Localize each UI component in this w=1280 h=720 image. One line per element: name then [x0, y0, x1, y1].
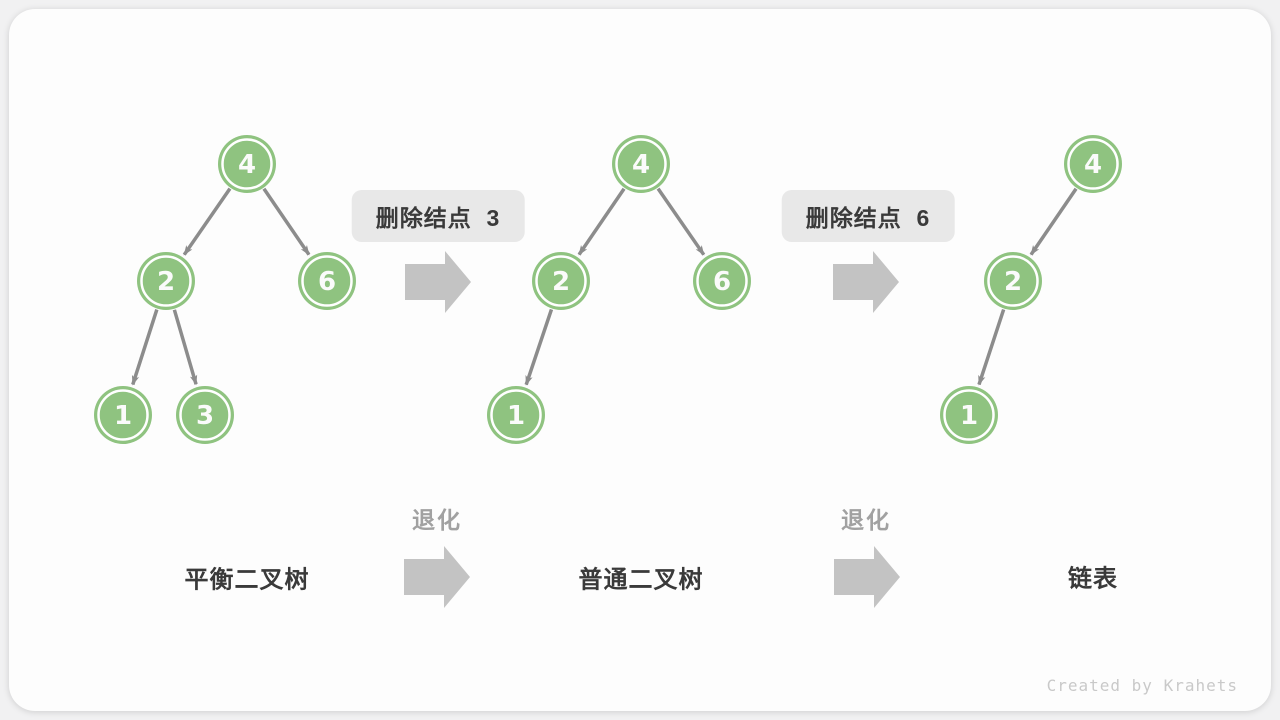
stage-label-linked-list: 链表 — [1068, 565, 1118, 593]
diagram-card — [9, 9, 1271, 711]
tree-edge-arrow — [262, 187, 311, 256]
degrade-label: 退化 — [841, 507, 891, 533]
tree-node-4: 4 — [218, 135, 276, 193]
tree-edge-arrow — [524, 308, 554, 386]
tree-node-value: 1 — [960, 401, 978, 431]
tree-node-value: 1 — [507, 401, 525, 431]
tree-node-1: 1 — [94, 386, 152, 444]
tree-ordinary-binary-tree: 4 2 6 1 — [487, 135, 751, 444]
tree-edge-arrow — [656, 187, 706, 256]
degrade-label: 退化 — [412, 507, 462, 533]
tree-node-value: 6 — [318, 267, 336, 297]
tree-node-6: 6 — [298, 252, 356, 310]
stage-label-ordinary-binary-tree: 普通二叉树 — [578, 566, 704, 594]
delete-node-3-badge: 删除结点 3 — [351, 190, 525, 242]
watermark: Created by Krahets — [1046, 676, 1238, 695]
tree-edge-arrow — [1029, 187, 1078, 256]
block-arrow-icon — [834, 546, 900, 608]
block-arrow-icon — [833, 251, 899, 313]
tree-node-6: 6 — [693, 252, 751, 310]
tree-edge-arrow — [977, 308, 1006, 386]
tree-linked-list: 4 2 1 — [940, 135, 1122, 444]
block-arrow-icon — [404, 546, 470, 608]
tree-node-2: 2 — [532, 252, 590, 310]
tree-node-3: 3 — [176, 386, 234, 444]
tree-node-value: 4 — [238, 150, 256, 180]
tree-node-value: 2 — [1004, 267, 1022, 297]
tree-node-4: 4 — [1064, 135, 1122, 193]
tree-node-value: 4 — [1084, 150, 1102, 180]
tree-edge-arrow — [172, 309, 198, 386]
tree-node-2: 2 — [984, 252, 1042, 310]
tree-node-value: 2 — [157, 267, 175, 297]
delete-node-6-badge: 删除结点 6 — [781, 190, 955, 242]
tree-node-1: 1 — [940, 386, 998, 444]
tree-node-2: 2 — [137, 252, 195, 310]
stage-label-balanced-binary-tree: 平衡二叉树 — [184, 566, 310, 594]
tree-edge-arrow — [182, 187, 232, 256]
tree-edge-arrow — [131, 309, 159, 386]
tree-balanced-binary-tree: 4 2 6 1 3 — [94, 135, 356, 444]
tree-edge-arrow — [577, 187, 626, 256]
tree-node-value: 1 — [114, 401, 132, 431]
tree-node-value: 6 — [713, 267, 731, 297]
tree-node-1: 1 — [487, 386, 545, 444]
block-arrow-icon — [405, 251, 471, 313]
tree-node-4: 4 — [612, 135, 670, 193]
tree-node-value: 3 — [196, 401, 214, 431]
tree-node-value: 2 — [552, 267, 570, 297]
tree-node-value: 4 — [632, 150, 650, 180]
